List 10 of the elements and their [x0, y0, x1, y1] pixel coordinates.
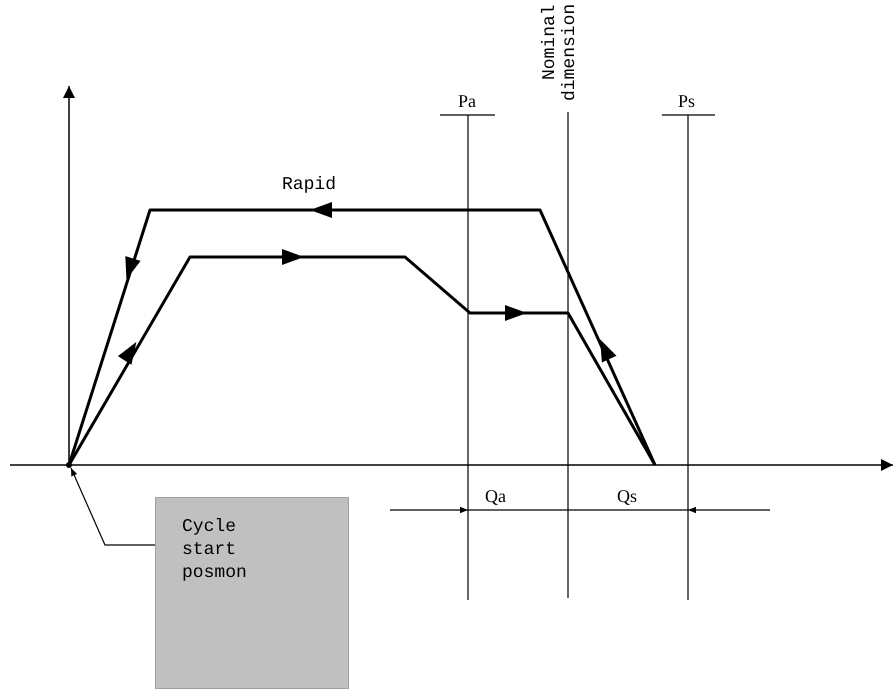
dimension-label: Qa: [485, 487, 506, 505]
dimension-label: Qs: [617, 487, 638, 505]
position-label: Ps: [678, 92, 696, 110]
origin-point: [66, 462, 72, 468]
speed-label: Rapid: [282, 176, 336, 194]
position-label: Pa: [458, 92, 476, 110]
box-text: Cycle start posmon: [182, 516, 248, 585]
leader-line: [70, 468, 155, 546]
position-label: Nominal dimension: [540, 4, 580, 104]
label-box: [155, 497, 349, 689]
